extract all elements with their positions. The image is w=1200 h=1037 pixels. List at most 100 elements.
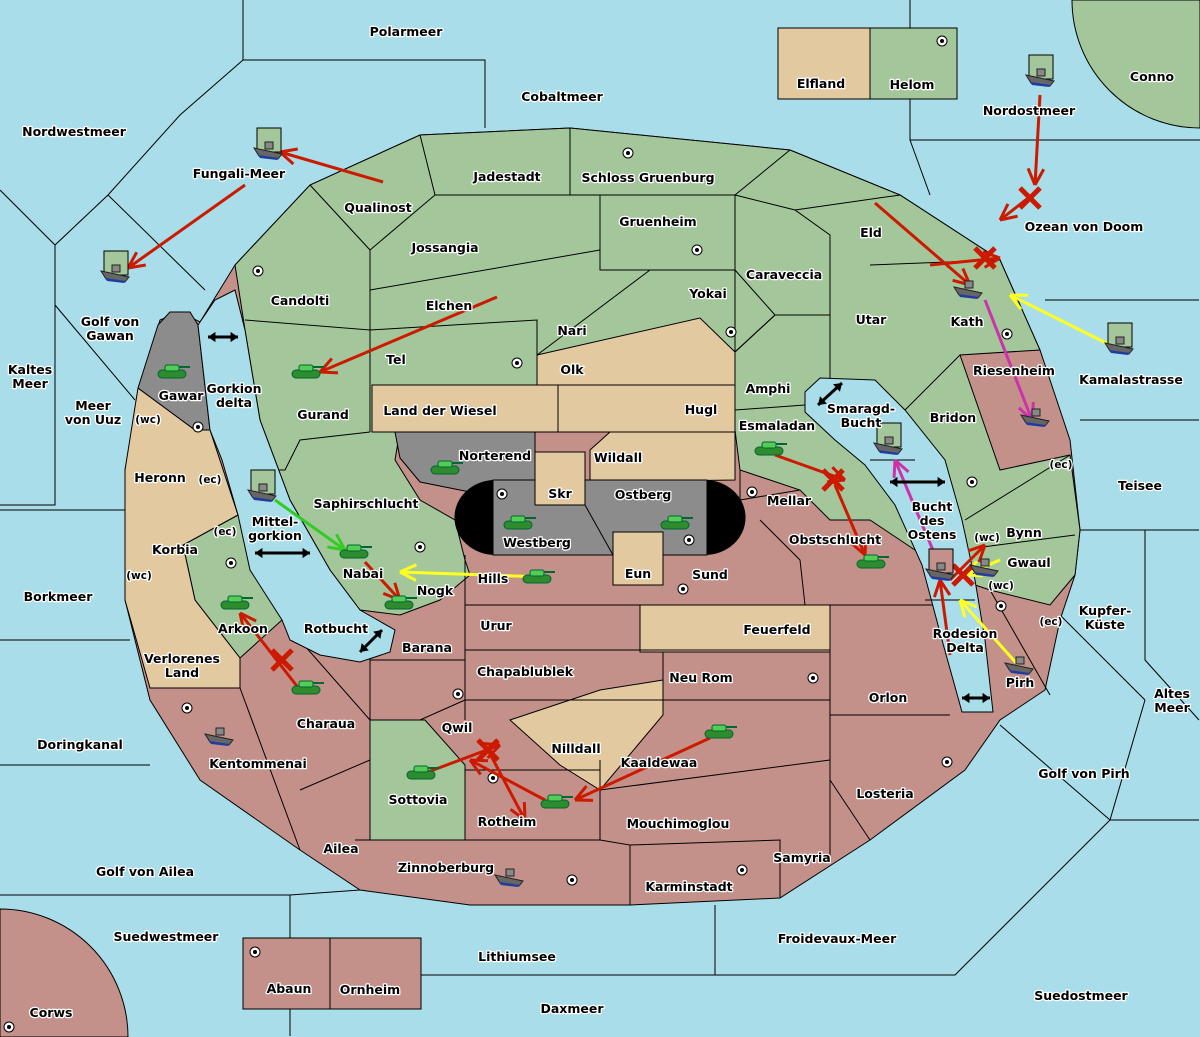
army-tank-icon[interactable] [856, 554, 889, 569]
army-tank-icon[interactable] [522, 569, 555, 584]
label-mellar: Mellar [767, 493, 812, 508]
fleet-ship-icon[interactable] [493, 868, 524, 887]
label-samyria: Samyria [773, 850, 831, 865]
label-charaua: Charaua [297, 716, 355, 731]
support-order-arrow [1009, 293, 1111, 347]
province-eun[interactable] [612, 531, 664, 586]
label-chapablublek: Chapablublek [477, 664, 574, 679]
units [99, 54, 1134, 887]
supply-center-icon [252, 265, 264, 277]
label-borkmeer: Borkmeer [24, 589, 94, 604]
supply-center-icon [736, 864, 748, 876]
army-tank-icon[interactable] [430, 460, 463, 475]
supply-center-icon [683, 534, 695, 546]
army-tank-icon[interactable] [754, 441, 787, 456]
label-ornheim: Ornheim [340, 982, 400, 997]
failed-order-x-icon [973, 246, 997, 270]
army-tank-icon[interactable] [291, 680, 324, 695]
province-ornheim[interactable] [329, 937, 422, 1010]
supply-center-icon [725, 326, 737, 338]
label-eld: Eld [860, 225, 882, 240]
label-schloss-gruenburg: Schloss Gruenburg [581, 170, 714, 185]
convoy-order-arrow [893, 459, 937, 556]
army-tank-icon[interactable] [220, 595, 253, 610]
label-qualinost: Qualinost [344, 200, 411, 215]
label-rotheim: Rotheim [478, 814, 537, 829]
army-tank-icon[interactable] [384, 595, 417, 610]
supply-center-icon [181, 702, 193, 714]
supply-center-icon [249, 946, 261, 958]
coast-label: (ec) [1050, 459, 1073, 471]
label-korbia: Korbia [152, 542, 198, 557]
supply-center-icon [941, 756, 953, 768]
label-riesenheim: Riesenheim [973, 363, 1055, 378]
army-tank-icon[interactable] [157, 364, 190, 379]
double-arrow-icon [208, 331, 238, 343]
army-tank-icon[interactable] [660, 515, 693, 530]
label-kentommenai: Kentommenai [209, 756, 307, 771]
label-nordostmeer: Nordostmeer [983, 103, 1076, 118]
label-obstschlucht: Obstschlucht [789, 532, 881, 547]
province-skr[interactable] [534, 451, 586, 506]
label-westberg: Westberg [503, 535, 571, 550]
label-gruenheim: Gruenheim [619, 214, 696, 229]
fleet-ship-icon[interactable] [252, 141, 283, 160]
fleet-ship-icon[interactable] [924, 562, 955, 581]
army-tank-icon[interactable] [406, 765, 439, 780]
failed-order-x-icon [951, 563, 975, 587]
army-tank-icon[interactable] [704, 724, 737, 739]
move-order-arrow [874, 201, 971, 287]
label-amphi: Amphi [746, 381, 791, 396]
label-jossangia: Jossangia [410, 240, 478, 255]
fleet-ship-icon[interactable] [1103, 336, 1134, 355]
label-tel: Tel [386, 352, 406, 367]
province-nilldall[interactable] [509, 679, 664, 791]
fleet-ship-icon[interactable] [1003, 656, 1034, 675]
army-tank-icon[interactable] [540, 794, 573, 809]
label-nilldall: Nilldall [551, 741, 600, 756]
label-hugl: Hugl [685, 402, 718, 417]
supply-center-icon [995, 600, 1007, 612]
province-wildall[interactable] [589, 431, 736, 483]
fleet-ship-icon[interactable] [99, 264, 130, 283]
province-elfland[interactable] [777, 27, 871, 100]
supply-center-icon [452, 688, 464, 700]
support-order-arrow [399, 570, 546, 579]
label-lithiumsee: Lithiumsee [478, 949, 556, 964]
fleet-ship-icon[interactable] [872, 436, 903, 455]
label-norterend: Norterend [459, 448, 531, 463]
label-skr: Skr [548, 486, 572, 501]
fleet-ship-icon[interactable] [1024, 68, 1055, 87]
order-arrows [126, 94, 1111, 822]
label-cobaltmeer: Cobaltmeer [521, 89, 603, 104]
supply-center-icon [192, 421, 204, 433]
failed-order-x-icon [270, 648, 294, 672]
label-heronn: Heronn [134, 470, 186, 485]
fleet-ship-icon[interactable] [246, 483, 277, 502]
supply-center-icon [566, 874, 578, 886]
fleet-ship-icon[interactable] [1019, 408, 1050, 427]
double-arrow-icon [816, 381, 844, 407]
fleet-ship-icon[interactable] [952, 280, 983, 299]
supply-center-icon [622, 147, 634, 159]
army-tank-icon[interactable] [503, 515, 536, 530]
fleet-ship-icon[interactable] [968, 558, 999, 577]
label-mouchimoglou: Mouchimoglou [627, 816, 730, 831]
army-tank-icon[interactable] [291, 364, 324, 379]
label-nordwestmeer: Nordwestmeer [22, 124, 127, 139]
province-conno[interactable] [1071, 0, 1200, 129]
supply-center-icon [496, 488, 508, 500]
label-bridon: Bridon [930, 410, 976, 425]
fleet-ship-icon[interactable] [203, 727, 234, 746]
label-candolti: Candolti [271, 293, 330, 308]
label-daxmeer: Daxmeer [540, 1001, 604, 1016]
move-order-arrow [574, 736, 711, 802]
label-yokai: Yokai [688, 286, 727, 301]
army-tank-icon[interactable] [339, 544, 372, 559]
province-corws[interactable] [0, 908, 129, 1037]
channel-west[interactable] [197, 289, 396, 663]
label-ostberg: Ostberg [615, 487, 672, 502]
